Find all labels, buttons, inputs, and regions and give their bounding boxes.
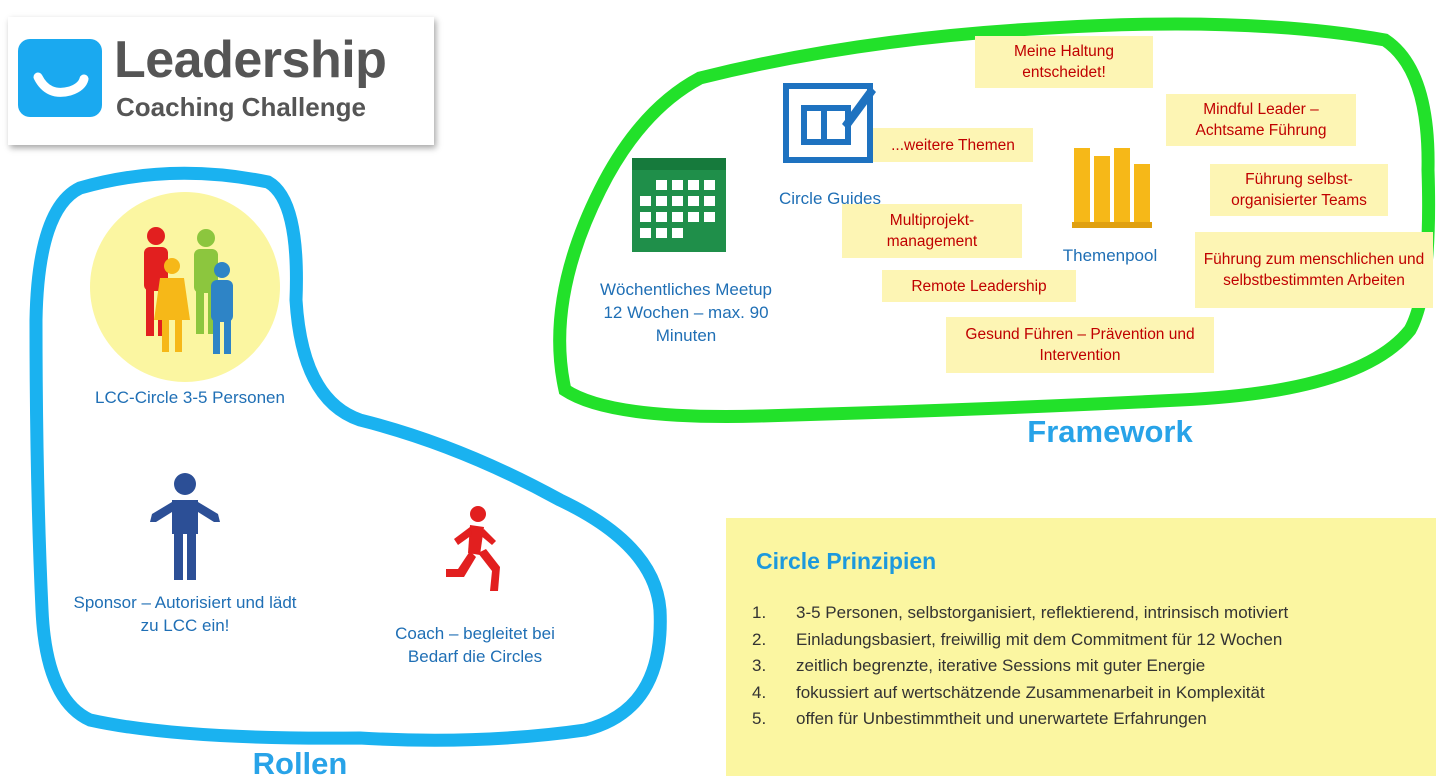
- circle-label: LCC-Circle 3-5 Personen: [95, 388, 285, 407]
- logo-title: Leadership: [114, 31, 387, 89]
- principles-title: Circle Prinzipien: [756, 548, 937, 574]
- list-item: 4. fokussiert auf wertschätzende Zusammen…: [752, 680, 1288, 707]
- list-item-text: Einladungsbasiert, freiwillig mit dem Co…: [796, 629, 1283, 649]
- people-group-icon: [144, 227, 233, 354]
- note-mindful-leader: Mindful Leader – Achtsame Führung: [1166, 94, 1356, 146]
- list-item: 3. zeitlich begrenzte, iterative Sessions…: [752, 653, 1288, 680]
- list-item-number: 3.: [752, 656, 767, 675]
- list-item: 2. Einladungsbasiert, freiwillig mit dem …: [752, 627, 1288, 654]
- note-gesund-fuehren: Gesund Führen – Prävention und Intervent…: [946, 317, 1214, 373]
- note-haltung: Meine Haltung entscheidet!: [975, 36, 1153, 88]
- circle-guides-label: Circle Guides: [778, 189, 882, 208]
- list-item: 5. offen für Unbestimmtheit und unerwarte…: [752, 706, 1288, 733]
- sponsor-label: Sponsor – Autorisiert und lädt zu LCC ei…: [73, 593, 297, 635]
- sponsor-icon: [150, 473, 220, 580]
- note-weitere-themen: ...weitere Themen: [873, 128, 1033, 162]
- rollen-title: Rollen: [252, 746, 348, 781]
- rollen-outline: [29, 166, 667, 747]
- themenpool-label: Themenpool: [1062, 246, 1158, 265]
- principles-list: 1. 3-5 Personen, selbstorganisiert, refle…: [752, 600, 1288, 733]
- calendar-icon: [632, 158, 726, 252]
- list-item-number: 2.: [752, 629, 767, 649]
- note-menschlich-arbeiten: Führung zum menschlichen und selbstbesti…: [1195, 232, 1433, 308]
- list-item-number: 4.: [752, 682, 767, 702]
- list-item-text: fokussiert auf wertschätzende Zusammenar…: [796, 682, 1265, 702]
- note-multiprojekt: Multiprojekt-management: [842, 204, 1022, 258]
- note-remote-leadership: Remote Leadership: [882, 270, 1076, 302]
- meetup-label: Wöchentliches Meetup 12 Wochen – max. 90…: [600, 280, 772, 345]
- list-item-text: zeitlich begrenzte, iterative Sessions m…: [796, 656, 1206, 675]
- list-item-number: 1.: [752, 603, 767, 622]
- coach-running-icon: [446, 506, 500, 591]
- framework-outline: [553, 17, 1436, 423]
- books-icon: [1072, 148, 1152, 228]
- logo-subtitle: Coaching Challenge: [116, 92, 366, 122]
- list-item: 1. 3-5 Personen, selbstorganisiert, refle…: [752, 600, 1288, 627]
- list-item-text: 3-5 Personen, selbstorganisiert, reflekt…: [796, 603, 1289, 622]
- framework-title: Framework: [1027, 414, 1193, 449]
- note-selbstorganisiert: Führung selbst-organisierter Teams: [1210, 164, 1388, 216]
- list-item-number: 5.: [752, 709, 767, 728]
- list-item-text: offen für Unbestimmtheit und unerwartete…: [796, 709, 1207, 728]
- logo-icon: [18, 39, 102, 117]
- blueprint-icon: [783, 83, 876, 163]
- coach-label: Coach – begleitet bei Bedarf die Circles: [395, 624, 555, 666]
- principles-box: [726, 518, 1436, 776]
